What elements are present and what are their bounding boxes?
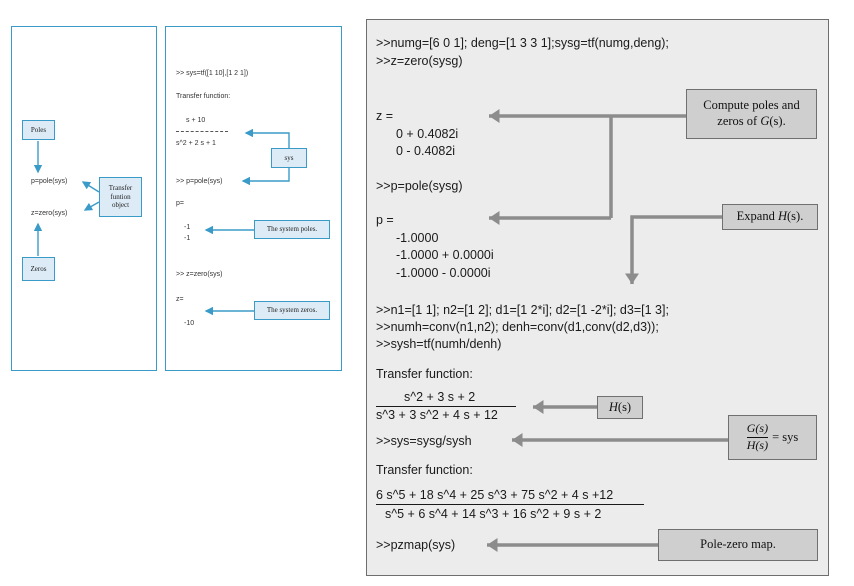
tfobj-to-zero-arrow <box>83 201 100 211</box>
zero-value-1: 0 + 0.4082i <box>396 127 459 141</box>
transfer-function-object-box: Transfer funtion object <box>99 177 142 217</box>
sys-fraction-line <box>376 504 644 505</box>
poles-box: Poles <box>22 120 55 140</box>
pole-command-line: >> p=pole(sys) <box>176 178 223 185</box>
p-equals-label: p= <box>176 200 184 207</box>
system-poles-note: The system poles. <box>254 220 330 239</box>
pzmap-command: >>pzmap(sys) <box>376 538 456 552</box>
n1-n2-d-command: >>n1=[1 1]; n2=[1 2]; d1=[1 2*i]; d2=[1 … <box>376 303 669 317</box>
transfer-function-label-1: Transfer function: <box>376 367 473 381</box>
h-denominator: s^3 + 3 s^2 + 4 s + 12 <box>376 408 498 422</box>
system-zeros-note: The system zeros. <box>254 301 330 320</box>
g-over-h-equals-sys-note: G(s) H(s) = sys <box>728 415 817 460</box>
h-of-s-note: H(s) <box>597 396 643 419</box>
zero-command-line: >> z=zero(sys) <box>176 271 223 278</box>
sys-numerator: 6 s^5 + 18 s^4 + 25 s^3 + 75 s^2 + 4 s +… <box>376 488 614 502</box>
pole-command: >>p=pole(sysg) <box>376 179 463 193</box>
tf-numerator: s + 10 <box>186 117 206 124</box>
pole-value-1: -1 <box>184 224 191 231</box>
tf-command-line: >> sys=tf([1 10],[1 2 1]) <box>176 70 249 77</box>
equals-sys-label: = sys <box>772 429 799 444</box>
numg-deng-command: >>numg=[6 0 1]; deng=[1 3 3 1];sysg=tf(n… <box>376 36 669 50</box>
pole-command-label: p=pole(sys) <box>31 178 68 185</box>
sys-denominator: s^5 + 6 s^4 + 14 s^3 + 16 s^2 + 9 s + 2 <box>385 507 602 521</box>
h-fraction-line <box>376 406 516 407</box>
g-over-h-fraction: G(s) H(s) <box>746 421 769 452</box>
sys-box: sys <box>271 148 307 168</box>
pole-zero-map-note: Pole-zero map. <box>658 529 818 561</box>
transfer-function-label-2: Transfer function: <box>376 463 473 477</box>
numh-denh-command: >>numh=conv(n1,n2); denh=conv(d1,conv(d2… <box>376 320 659 334</box>
tfobj-to-pole-arrow <box>81 181 100 193</box>
compute-note-line-2: zeros of G(s). <box>717 114 786 128</box>
zero-command: >>z=zero(sysg) <box>376 54 463 68</box>
sys-to-tf-arrow <box>244 128 290 148</box>
sys-command: >>sys=sysg/sysh <box>376 434 472 448</box>
p-equals: p = <box>376 213 394 227</box>
compute-note-line-1: Compute poles and <box>703 98 800 113</box>
sys-to-pole-arrow <box>241 168 290 186</box>
zero-value-2: 0 - 0.4082i <box>396 144 456 158</box>
sysh-command: >>sysh=tf(numh/denh) <box>376 337 502 351</box>
pole-value-2: -1 <box>184 235 191 242</box>
h-numerator: s^2 + 3 s + 2 <box>404 390 476 404</box>
zero-command-label: z=zero(sys) <box>31 210 68 217</box>
pole-value-2: -1.0000 + 0.0000i <box>396 248 494 262</box>
zeros-box: Zeros <box>22 257 55 281</box>
z-equals-label: z= <box>176 296 184 303</box>
expand-h-note: Expand H(s). <box>722 204 818 230</box>
pole-value-3: -1.0000 - 0.0000i <box>396 266 491 280</box>
zero-value-1: -10 <box>184 320 195 327</box>
tf-denominator: s^2 + 2 s + 1 <box>176 140 216 147</box>
z-equals: z = <box>376 109 394 123</box>
pole-value-1: -1.0000 <box>396 231 439 245</box>
tf-fraction-line <box>176 131 228 132</box>
transfer-function-label: Transfer function: <box>176 93 231 100</box>
expand-note-arrow <box>625 215 722 284</box>
compute-poles-zeros-note: Compute poles and zeros of G(s). <box>686 89 817 139</box>
